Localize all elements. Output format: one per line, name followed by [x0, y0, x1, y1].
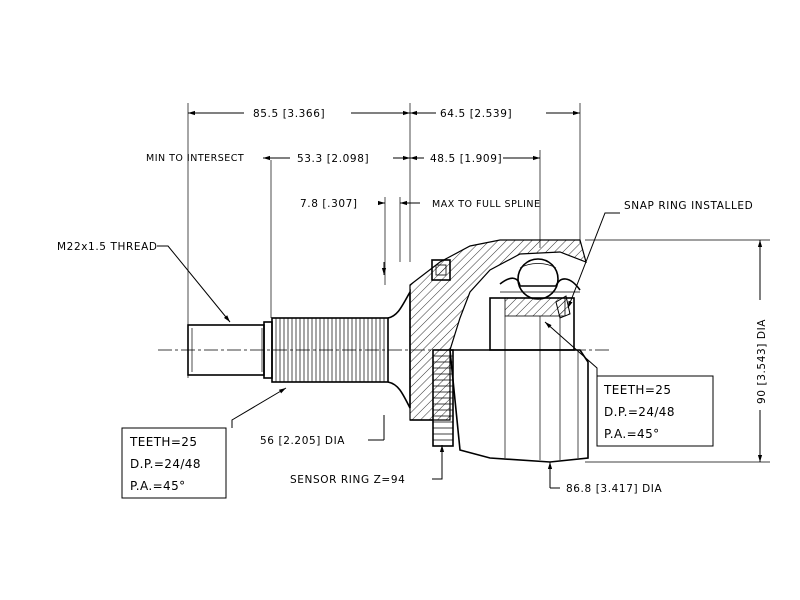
spline-left-pa: P.A.=45° — [130, 479, 186, 493]
dim-overall-left: 85.5 [3.366] — [253, 108, 325, 120]
spline-right-teeth: TEETH=25 — [603, 383, 671, 397]
spline-spec-box-right: TEETH=25 D.P.=24/48 P.A.=45° — [596, 375, 714, 447]
shaft — [187, 288, 411, 409]
spline-left-teeth: TEETH=25 — [129, 435, 197, 449]
extension-lines — [187, 103, 770, 463]
spline-right-dp: D.P.=24/48 — [604, 405, 675, 419]
dim-min-to-intersect-label: MIN TO INTERSECT — [146, 153, 244, 164]
dim-seal-dia: 56 [2.205] DIA — [260, 435, 345, 447]
dim-height-dia: 90 [3.543] DIA — [756, 319, 768, 404]
dim-overall-right: 64.5 [2.539] — [440, 108, 512, 120]
dimension-lines — [188, 110, 763, 489]
dim-max-to-full-spline-value: 7.8 [.307] — [300, 198, 358, 210]
dim-min-to-intersect-value: 53.3 [2.098] — [297, 153, 369, 165]
cv-housing — [409, 239, 589, 463]
spline-right-pa: P.A.=45° — [604, 427, 660, 441]
dim-max-to-full-spline-label: MAX TO FULL SPLINE — [432, 199, 541, 210]
sensor-ring-callout: SENSOR RING Z=94 — [290, 474, 405, 486]
dim-to-spline-end: 48.5 [1.909] — [430, 153, 502, 165]
dim-outer-dia: 86.8 [3.417] DIA — [566, 483, 662, 495]
snap-ring-callout: SNAP RING INSTALLED — [624, 200, 753, 212]
thread-callout: M22x1.5 THREAD — [57, 241, 158, 253]
spline-left-dp: D.P.=24/48 — [130, 457, 201, 471]
spline-spec-box-left: TEETH=25 D.P.=24/48 P.A.=45° — [121, 427, 227, 499]
callout-leaders — [157, 212, 620, 480]
